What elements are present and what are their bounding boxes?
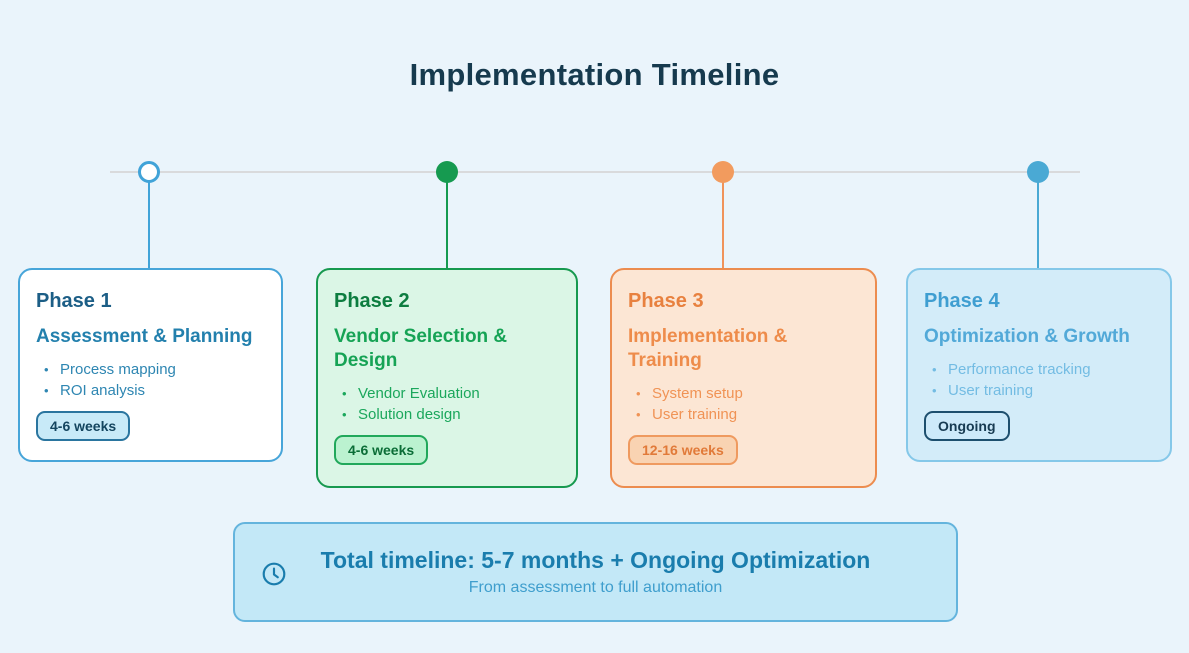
page-title: Implementation Timeline <box>409 57 780 92</box>
phase-3-title: Implementation & Training <box>628 326 788 372</box>
timeline-dot-phase-1 <box>138 161 160 183</box>
phase-4-item: User training <box>932 382 1154 399</box>
phase-4-card: Phase 4 Optimization & Growth Performanc… <box>906 268 1172 462</box>
phase-3-card: Phase 3 Implementation & Training System… <box>610 268 877 488</box>
summary-title: Total timeline: 5-7 months + Ongoing Opt… <box>320 547 871 573</box>
timeline-dot-phase-3 <box>712 161 734 183</box>
timeline-dot-phase-4 <box>1027 161 1049 183</box>
phase-2-items: Vendor Evaluation Solution design <box>334 385 560 423</box>
phase-2-title: Vendor Selection & Design <box>334 326 508 372</box>
phase-3-item: User training <box>636 406 859 423</box>
phase-1-card: Phase 1 Assessment & Planning Process ma… <box>18 268 283 462</box>
phase-4-items: Performance tracking User training <box>924 361 1154 399</box>
phase-4-item: Performance tracking <box>932 361 1154 378</box>
phase-4-title: Optimization & Growth <box>924 326 1130 347</box>
phase-1-name: Phase 1 <box>36 290 112 312</box>
timeline-axis <box>110 171 1080 173</box>
phase-1-duration-badge: 4-6 weeks <box>36 411 131 442</box>
phase-4-duration-badge: Ongoing <box>924 411 1010 442</box>
clock-icon <box>261 561 287 587</box>
timeline-connector-phase-4 <box>1037 172 1039 268</box>
summary-banner: Total timeline: 5-7 months + Ongoing Opt… <box>233 522 958 622</box>
phase-4-name: Phase 4 <box>924 290 1000 312</box>
phase-2-card: Phase 2 Vendor Selection & Design Vendor… <box>316 268 578 488</box>
timeline-dot-phase-2 <box>436 161 458 183</box>
timeline-connector-phase-1 <box>148 172 150 268</box>
phase-3-item: System setup <box>636 385 859 402</box>
timeline-connector-phase-3 <box>722 172 724 268</box>
phase-2-item: Solution design <box>342 406 560 423</box>
phase-2-item: Vendor Evaluation <box>342 385 560 402</box>
phase-2-duration-badge: 4-6 weeks <box>334 435 429 466</box>
phase-1-item: ROI analysis <box>44 382 265 399</box>
phase-3-duration-badge: 12-16 weeks <box>628 435 738 466</box>
phase-2-name: Phase 2 <box>334 290 410 312</box>
phase-1-items: Process mapping ROI analysis <box>36 361 265 399</box>
phase-1-item: Process mapping <box>44 361 265 378</box>
timeline-connector-phase-2 <box>446 172 448 268</box>
phase-3-name: Phase 3 <box>628 290 704 312</box>
phase-1-title: Assessment & Planning <box>36 326 253 347</box>
phase-3-items: System setup User training <box>628 385 859 423</box>
summary-subtitle: From assessment to full automation <box>468 579 723 596</box>
